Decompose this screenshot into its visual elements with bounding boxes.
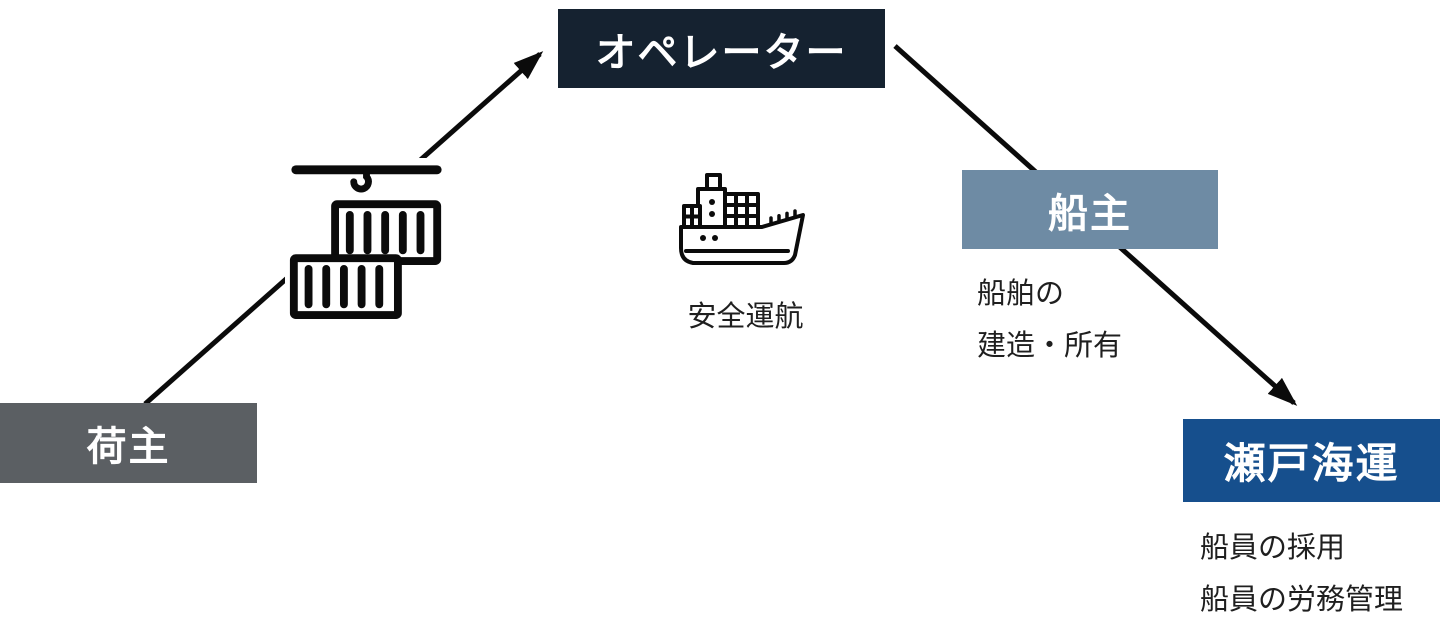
node-operator: オペレーター: [558, 9, 885, 88]
seto-note-line2: 船員の労務管理: [1200, 584, 1404, 616]
ship-caption: 安全運航: [687, 301, 804, 333]
seto-note-line1: 船員の採用: [1200, 532, 1346, 564]
node-shipper: 荷主: [0, 403, 257, 483]
node-shipowner: 船主: [962, 170, 1218, 249]
seto-note: 船員の採用 船員の労務管理: [1200, 522, 1403, 624]
container-crane-icon-svg: [289, 165, 442, 320]
container-crane-icon: [285, 158, 448, 320]
cargo-ship-icon: [678, 172, 813, 272]
node-seto-kaiun: 瀬戸海運: [1183, 419, 1440, 502]
shipowner-note-line1: 船舶の: [977, 278, 1065, 310]
shipowner-note: 船舶の 建造・所有: [977, 268, 1122, 372]
shipowner-note-line2: 建造・所有: [977, 330, 1123, 362]
cargo-ship-icon-svg: [679, 173, 805, 265]
